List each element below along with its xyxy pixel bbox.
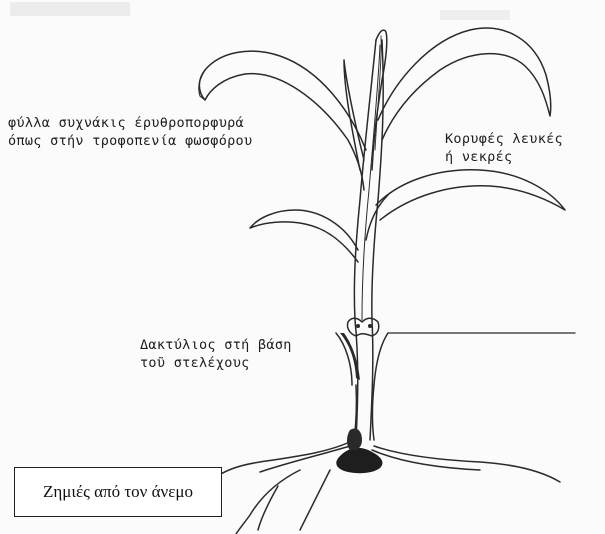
left-lower-leaf [250, 210, 358, 262]
ring-dot-right [368, 324, 372, 328]
stem-ring-node [347, 318, 378, 336]
caption-text: Ζημιές από τον άνεμο [43, 482, 193, 502]
upper-right-leaf [378, 28, 551, 140]
leaves-color-label: φύλλα συχνάκις έρυθροπορφυρά όπως στήν τ… [8, 114, 252, 150]
base-label-line2: τοῦ στελέχους [140, 354, 292, 372]
ring-dot-left [356, 324, 360, 328]
stem-ring-label: Δακτύλιος στή βάση τοῦ στελέχους [140, 336, 292, 372]
dark-stem-base [347, 428, 362, 450]
root-down-right [300, 470, 330, 530]
root-left [215, 440, 354, 478]
caption-box: Ζημιές από τον άνεμο [14, 467, 222, 517]
lower-stem-right [373, 385, 375, 440]
soil-slope-right [374, 333, 388, 385]
root-left-2 [260, 446, 350, 472]
root-down-left [236, 470, 300, 534]
tips-label-line2: ή νεκρές [445, 148, 563, 166]
tips-dead-label: Κορυφές λευκές ή νεκρές [445, 130, 563, 166]
base-label-line1: Δακτύλιος στή βάση [140, 336, 292, 354]
scan-smudge-left [10, 2, 130, 16]
tips-label-line1: Κορυφές λευκές [445, 130, 563, 148]
leaves-label-line1: φύλλα συχνάκις έρυθροπορφυρά [8, 114, 252, 132]
soil-slope-left [336, 333, 352, 385]
scan-smudge-right [440, 10, 510, 20]
leaves-label-line2: όπως στήν τροφοπενία φωσφόρου [8, 132, 252, 150]
right-lower-leaf [376, 170, 565, 220]
root-right-2 [372, 450, 480, 470]
root-right [374, 446, 560, 482]
